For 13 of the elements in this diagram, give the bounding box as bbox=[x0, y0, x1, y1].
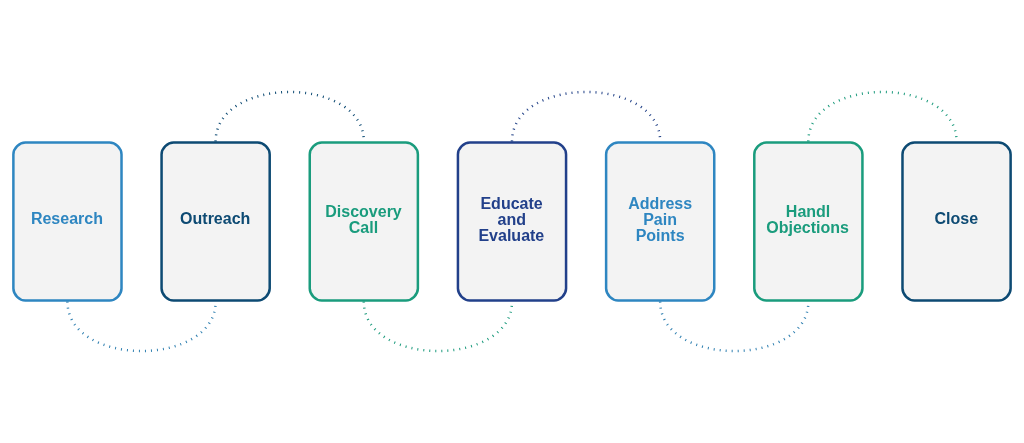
connector bbox=[510, 90, 662, 142]
connector bbox=[362, 301, 514, 353]
node-box: Discovery Call bbox=[308, 141, 420, 302]
node-box: Outreach bbox=[160, 141, 271, 302]
node-box: Educate and Evaluate bbox=[456, 141, 568, 302]
connector bbox=[214, 90, 366, 142]
connector bbox=[66, 301, 217, 353]
node-box: Close bbox=[901, 141, 1012, 302]
node-box: Research bbox=[12, 141, 123, 302]
node-box: Address Pain Points bbox=[604, 141, 716, 302]
connector bbox=[807, 90, 958, 142]
connector bbox=[658, 301, 810, 353]
node-box: Handl Objections bbox=[753, 141, 864, 302]
